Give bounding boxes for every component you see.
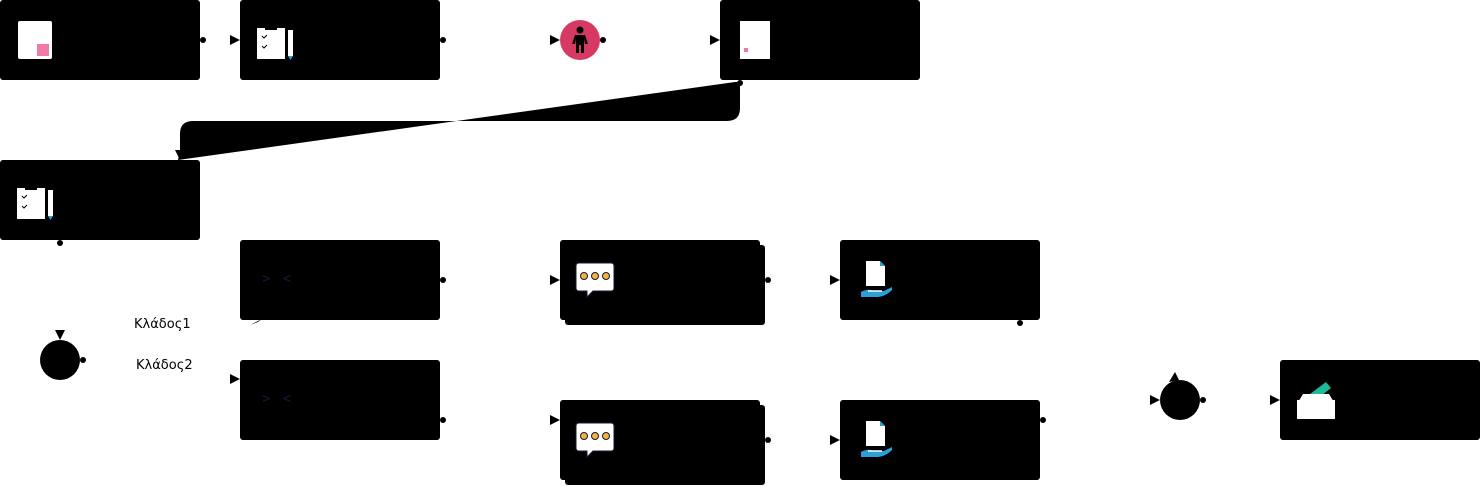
edge-dot	[600, 37, 606, 43]
task-node-start-document[interactable]	[0, 0, 200, 80]
return-connector	[178, 82, 740, 160]
arrowhead	[1169, 372, 1179, 382]
edge-dot	[737, 80, 743, 86]
edge-dot	[1040, 417, 1046, 423]
edge-dot	[440, 417, 446, 423]
arrowhead	[550, 415, 560, 425]
chat-bubble-icon	[575, 262, 615, 298]
edge-dot	[1200, 397, 1206, 403]
task-node-inbox[interactable]	[1280, 360, 1480, 440]
branch-label-1: Κλάδος1	[134, 317, 191, 332]
edge-dot	[200, 37, 206, 43]
arrowhead	[550, 35, 560, 45]
edge-dot	[765, 277, 771, 283]
arrowhead	[1150, 395, 1160, 405]
arrowhead	[550, 275, 560, 285]
arrowhead	[830, 435, 840, 445]
condition-operator-text: > <	[262, 271, 294, 287]
split-gateway[interactable]	[40, 340, 80, 380]
arrowhead	[1270, 395, 1280, 405]
condition-node-1[interactable]: > <	[240, 240, 440, 320]
edge-dot	[80, 357, 86, 363]
arrowhead	[230, 374, 240, 384]
inbox-tray-icon	[1297, 382, 1335, 419]
document-in-hand-icon	[861, 421, 892, 457]
edge-dot	[57, 240, 63, 246]
edge-dot	[440, 37, 446, 43]
user-task-circle[interactable]	[560, 20, 600, 60]
document-in-hand-icon	[861, 261, 892, 297]
clipboard-checklist-icon	[257, 24, 293, 60]
arrowhead	[55, 330, 65, 340]
document-icon	[18, 21, 52, 59]
task-node-doc-hand-2[interactable]	[840, 400, 1040, 480]
task-node-doc-hand-1[interactable]	[840, 240, 1040, 320]
chat-node-2[interactable]	[560, 400, 760, 480]
task-node-checklist-2[interactable]	[0, 160, 200, 240]
clipboard-checklist-icon	[17, 184, 53, 220]
arrowhead	[710, 35, 720, 45]
arrowhead	[230, 35, 240, 45]
arrowhead	[250, 319, 262, 325]
chat-node-1[interactable]	[560, 240, 760, 320]
edge-dot	[765, 437, 771, 443]
chat-bubble-icon	[575, 422, 615, 458]
edge-dot	[1017, 320, 1023, 326]
task-node-checklist-1[interactable]	[240, 0, 440, 80]
arrowhead	[175, 150, 185, 160]
edge-dot	[440, 277, 446, 283]
condition-operator-text: > <	[262, 391, 294, 407]
document-icon	[740, 21, 770, 59]
branch-label-2: Κλάδος2	[136, 358, 193, 373]
person-icon	[572, 26, 588, 53]
task-node-small-document[interactable]	[720, 0, 920, 80]
merge-gateway[interactable]	[1160, 380, 1200, 420]
condition-node-2[interactable]: > <	[240, 360, 440, 440]
arrowhead	[830, 275, 840, 285]
